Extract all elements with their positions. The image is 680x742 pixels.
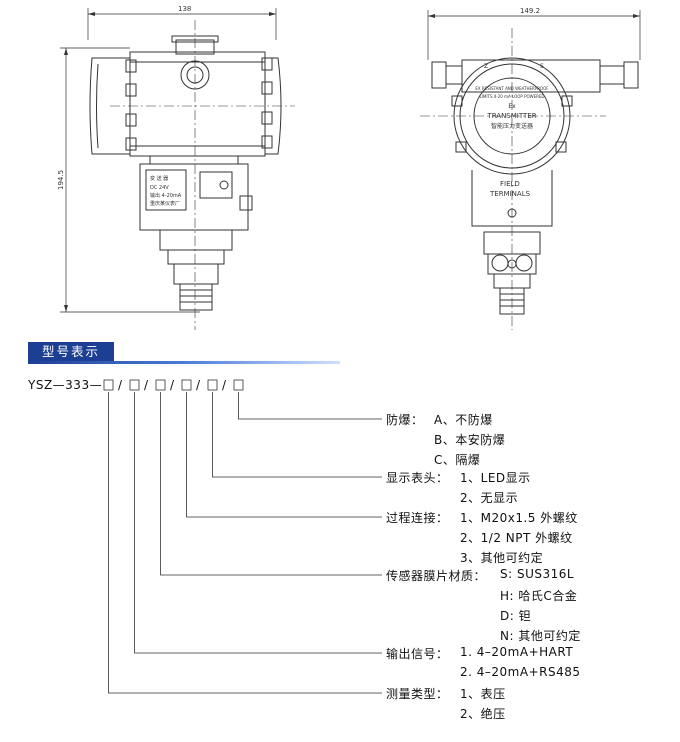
option-explosion-b: B、本安防爆	[434, 433, 506, 447]
option-output-1: 1. 4–20mA+HART	[460, 645, 574, 659]
section-underline	[28, 361, 340, 364]
nameplate-line-3: 输出 4-20mA	[150, 192, 182, 199]
section-header: 型号表示	[28, 342, 340, 366]
option-explosion-a: A、不防爆	[434, 413, 493, 427]
nameplate-line-2: DC 24V	[150, 185, 169, 191]
field-label: FIELD	[500, 180, 520, 188]
terminals-label: TERMINALS	[489, 190, 531, 198]
code-box-2	[129, 379, 140, 391]
option-material-n: N: 其他可约定	[500, 629, 581, 643]
group-label-display: 显示表头：	[386, 471, 449, 485]
code-box-4	[181, 379, 192, 391]
option-connection-2: 2、1/2 NPT 外螺纹	[460, 531, 573, 545]
cover-title: TRANSMITTER	[486, 112, 536, 120]
front-view-drawing	[420, 10, 641, 330]
dim-height-left: 194.5	[57, 170, 65, 190]
nameplate-line-4: 重庆某仪表厂	[150, 200, 180, 207]
code-box-1	[103, 379, 114, 391]
code-separator-3: /	[170, 378, 175, 392]
technical-drawings: 138 194.5 变 送 器 DC 24V 输出 4-20mA 重庆某仪表厂	[57, 5, 641, 330]
option-output-2: 2. 4–20mA+RS485	[460, 665, 581, 679]
group-label-output-signal: 输出信号：	[386, 647, 449, 661]
group-label-explosion-proof: 防爆：	[386, 413, 424, 427]
option-display-1: 1、LED显示	[460, 471, 531, 485]
leader-line-6	[108, 392, 382, 694]
code-boxes	[103, 379, 244, 391]
option-material-s: S: SUS316L	[500, 567, 575, 581]
z-mark: Z	[484, 63, 488, 70]
group-label-measurement-type: 测量类型：	[386, 687, 449, 701]
model-code-prefix: YSZ—333—	[28, 378, 103, 392]
option-measurement-2: 2、绝压	[460, 707, 506, 721]
leader-line-1	[238, 392, 382, 420]
code-separator-1: /	[118, 378, 123, 392]
option-measurement-1: 1、表压	[460, 687, 506, 701]
option-material-h: H: 哈氏C合金	[500, 589, 578, 603]
code-separator-2: /	[144, 378, 149, 392]
option-material-d: D: 钽	[500, 609, 532, 623]
dim-width-left: 138	[178, 5, 191, 13]
cover-ring-line-1: EX RESISTANT AND WEATHERPROOF	[475, 86, 549, 91]
group-label-process-connection: 过程连接：	[386, 511, 449, 525]
group-label-diaphragm-material: 传感器膜片材质：	[386, 569, 487, 583]
leader-line-5	[134, 392, 382, 654]
code-box-3	[155, 379, 166, 391]
code-box-6	[233, 379, 244, 391]
code-separator-4: /	[196, 378, 201, 392]
cover-chinese: 智能压力变送器	[491, 122, 533, 130]
dim-width-right: 149.2	[520, 7, 540, 15]
leader-line-4	[160, 392, 382, 576]
leader-lines	[108, 392, 382, 694]
side-view-drawing	[60, 8, 295, 330]
s-mark: S	[540, 63, 544, 70]
option-connection-1: 1、M20x1.5 外螺纹	[460, 511, 578, 525]
nameplate-line-1: 变 送 器	[150, 175, 168, 182]
option-connection-3: 3、其他可约定	[460, 551, 544, 565]
option-explosion-c: C、隔爆	[434, 453, 481, 467]
leader-line-2	[212, 392, 382, 478]
code-box-5	[207, 379, 218, 391]
cover-ex: Ex	[508, 103, 516, 110]
code-separator-5: /	[222, 378, 227, 392]
option-display-2: 2、无显示	[460, 491, 519, 505]
leader-line-3	[186, 392, 382, 518]
section-title: 型号表示	[28, 342, 114, 361]
cover-ring-line-2: LIMITS 4-20 mA LOOP POWERED	[479, 94, 544, 99]
